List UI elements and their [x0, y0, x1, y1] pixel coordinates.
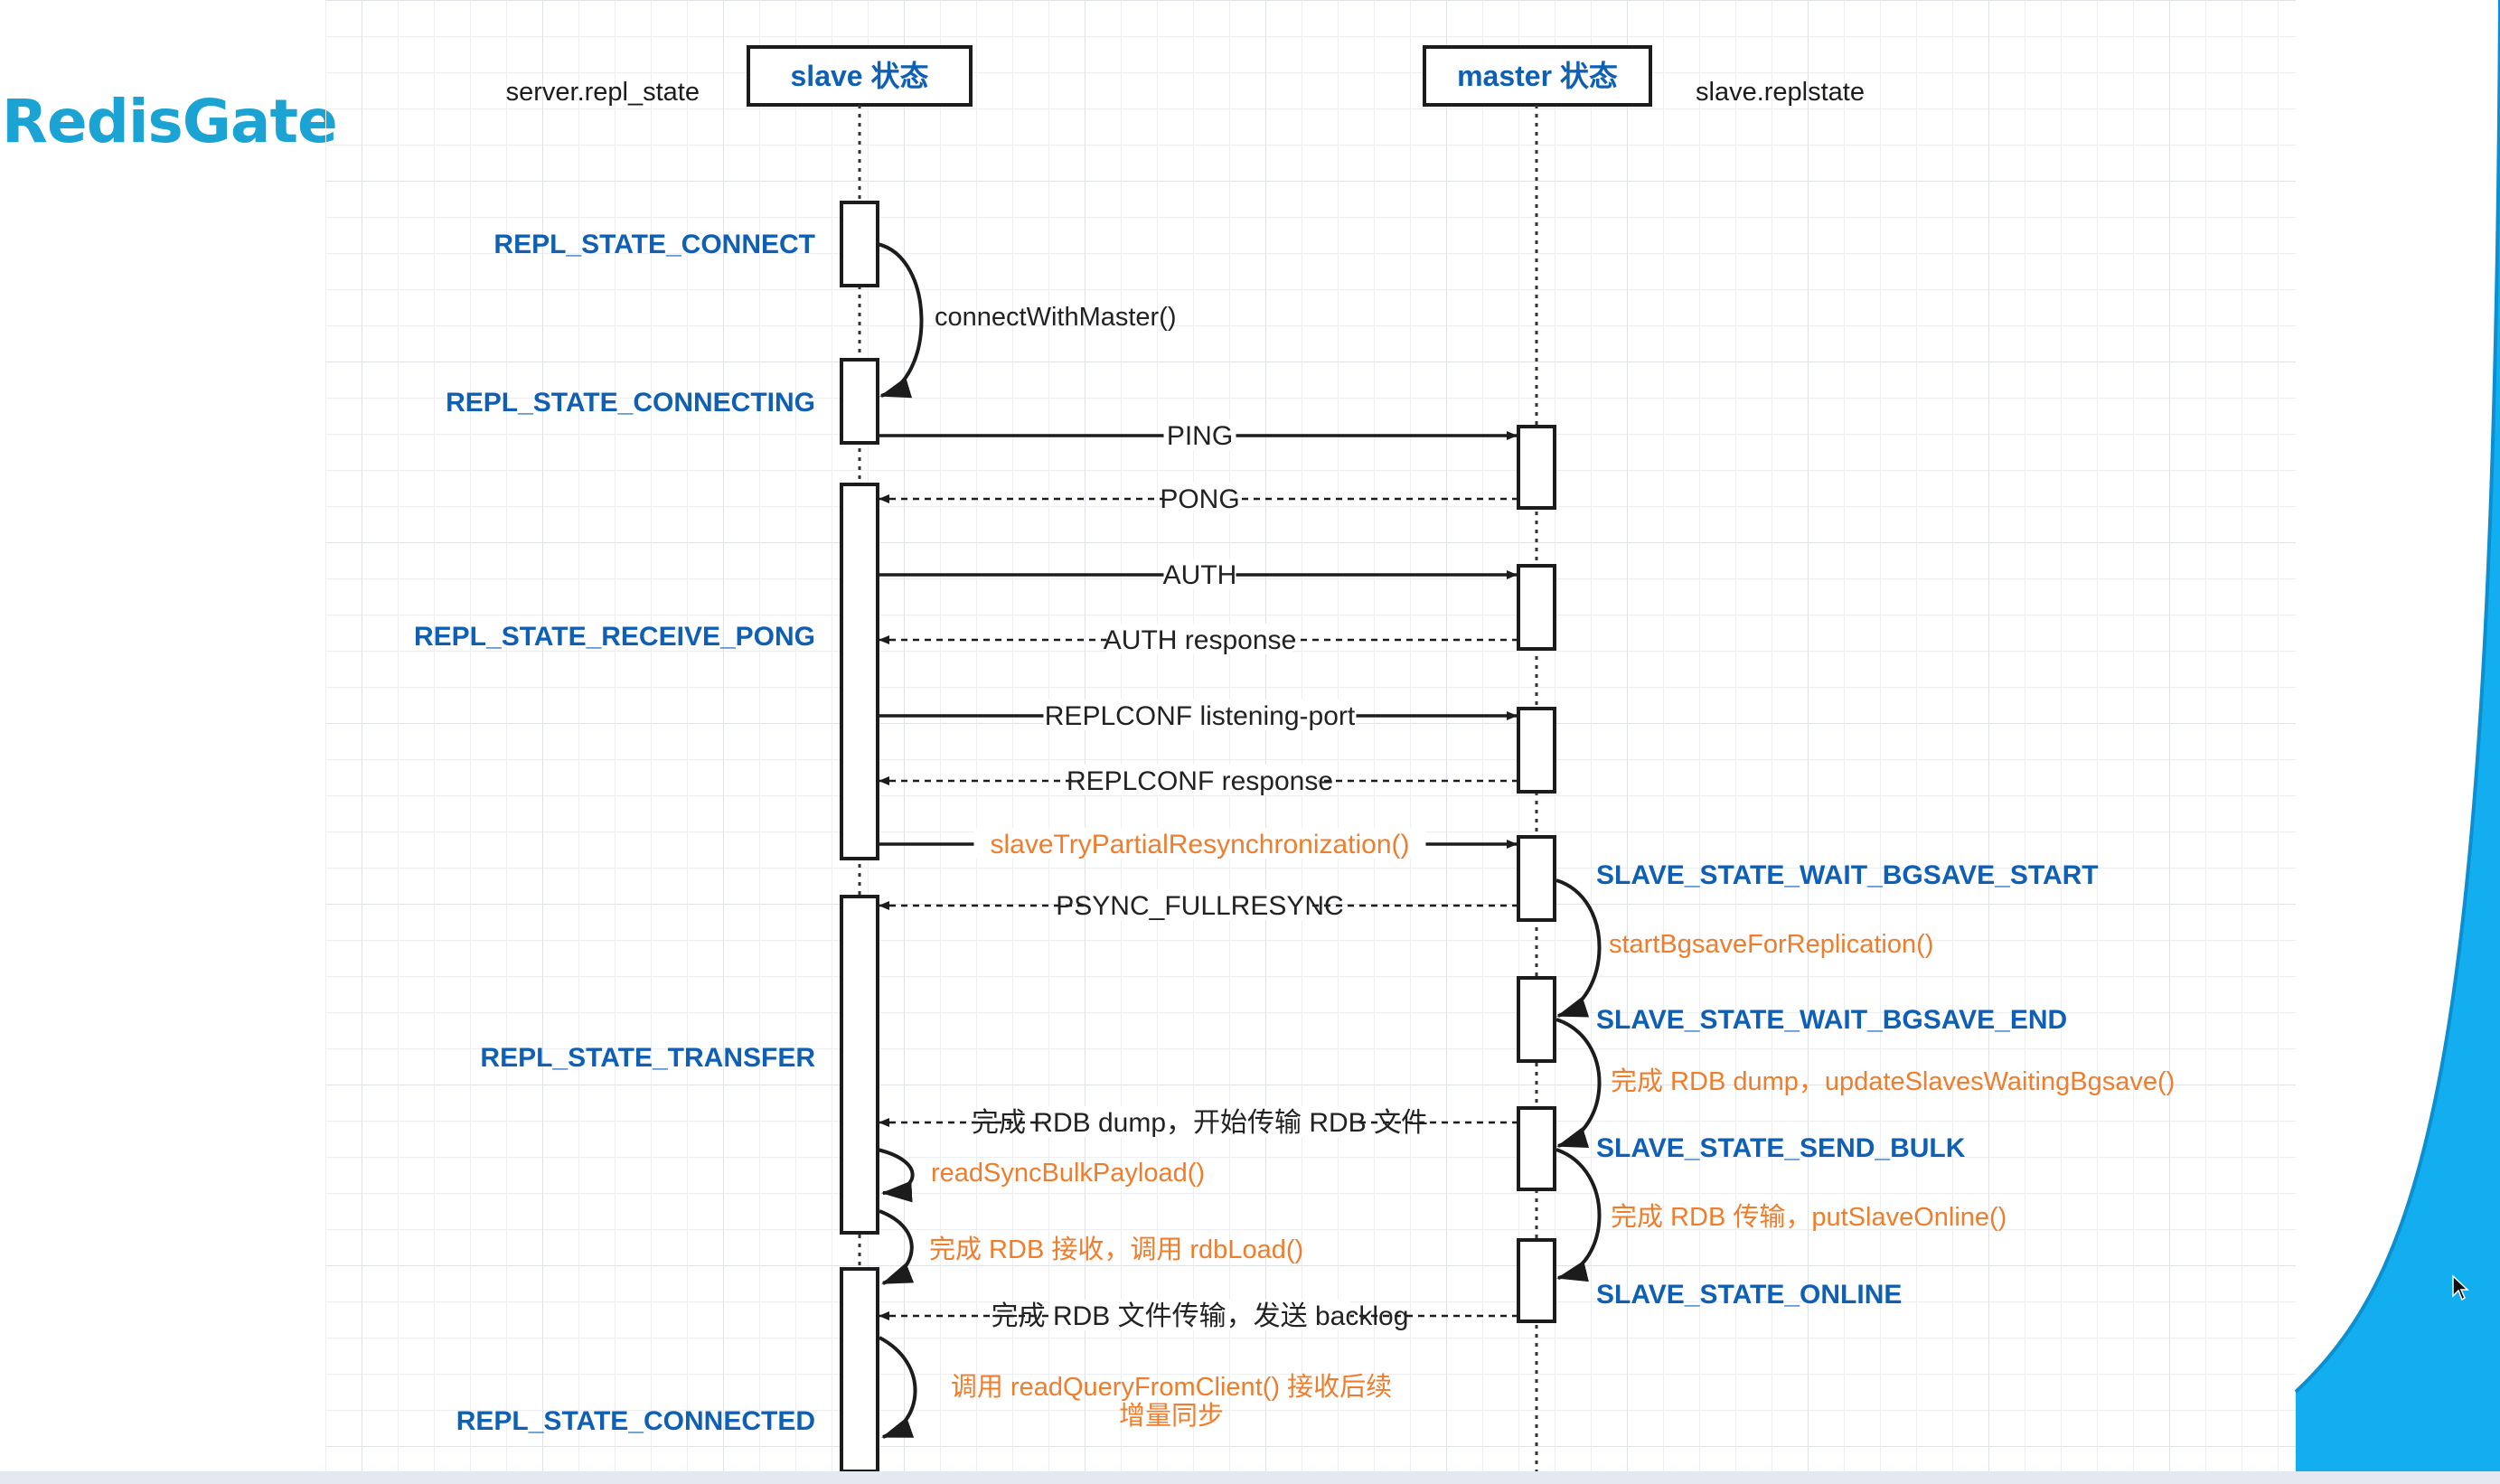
message-label-bg-9 — [1049, 1300, 1350, 1330]
master-activation-psync — [1517, 835, 1556, 922]
self-call-label-rdb-load: 完成 RDB 接收，调用 rdbLoad() — [929, 1235, 1303, 1264]
slave-state-label-4: REPL_STATE_CONNECTED — [456, 1406, 815, 1436]
message-label-4: REPLCONF listening-port — [1045, 701, 1356, 731]
self-call-label-dump: 完成 RDB dump，updateSlavesWaitingBgsave() — [1611, 1066, 2175, 1096]
message-label-9: 完成 RDB 文件传输，发送 backlog — [992, 1301, 1409, 1331]
self-call-arrow-bgsave — [1555, 878, 1602, 1018]
master-activation-send-bulk — [1517, 1106, 1556, 1191]
master-activation-online — [1517, 1238, 1556, 1323]
brand-logo: RedisGate — [2, 87, 338, 156]
master-activation-ping — [1517, 425, 1556, 510]
accent-shape-edge — [2294, 0, 2500, 1394]
message-label-bg-8 — [1043, 1106, 1357, 1137]
master-state-variable: slave.replstate — [1696, 78, 1865, 107]
slave-state-label-3: REPL_STATE_TRANSFER — [480, 1043, 815, 1073]
self-call-arrow-dump — [1555, 1018, 1602, 1148]
master-lifeline-title: master 状态 — [1457, 60, 1618, 92]
message-label-bg-0 — [1163, 419, 1236, 450]
slave-lifeline-title: slave 状态 — [791, 60, 929, 92]
master-state-label-3: SLAVE_STATE_ONLINE — [1596, 1280, 1902, 1310]
slave-activation-connected — [840, 1267, 879, 1473]
message-label-0: PING — [1167, 421, 1233, 451]
slave-activation-connect — [840, 201, 879, 287]
self-call-arrow-rdb-load — [879, 1209, 915, 1285]
message-label-bg-5 — [1081, 765, 1319, 795]
window-bottom-bar — [0, 1471, 2500, 1484]
self-call-label-connect: connectWithMaster() — [935, 303, 1177, 332]
message-label-8: 完成 RDB dump，开始传输 RDB 文件 — [972, 1108, 1428, 1138]
slave-state-variable: server.repl_state — [506, 78, 700, 107]
message-label-bg-2 — [1163, 559, 1236, 589]
self-call-label-transfer-done: 完成 RDB 传输，putSlaveOnline() — [1611, 1202, 2007, 1232]
self-call-arrow-connect — [877, 242, 924, 399]
master-activation-replconf — [1517, 707, 1556, 794]
slave-state-label-1: REPL_STATE_CONNECTING — [446, 388, 815, 418]
self-call-label-read-query-2: 增量同步 — [1119, 1401, 1224, 1431]
message-label-1: PONG — [1160, 484, 1239, 514]
accent-shape — [2296, 0, 2500, 1471]
master-state-label-0: SLAVE_STATE_WAIT_BGSAVE_START — [1596, 860, 2099, 890]
self-call-arrow-read-query — [879, 1336, 917, 1439]
message-label-3: AUTH response — [1104, 625, 1296, 655]
master-activation-auth — [1517, 564, 1556, 651]
slave-activation-handshake — [840, 483, 879, 860]
master-state-label-2: SLAVE_STATE_SEND_BULK — [1596, 1133, 1966, 1163]
message-label-bg-6 — [973, 828, 1426, 859]
slave-state-label-0: REPL_STATE_CONNECT — [493, 230, 815, 259]
message-label-7: PSYNC_FULLRESYNC — [1056, 891, 1343, 921]
message-label-bg-7 — [1087, 889, 1312, 920]
master-activation-bgsave — [1517, 976, 1556, 1063]
slave-lifeline-header — [747, 45, 973, 107]
message-label-2: AUTH — [1163, 560, 1237, 590]
slave-state-label-2: REPL_STATE_RECEIVE_PONG — [414, 622, 815, 652]
self-call-label-read-bulk: readSyncBulkPayload() — [931, 1159, 1205, 1188]
message-label-6: slaveTryPartialResynchronization() — [990, 830, 1409, 859]
slave-activation-connecting — [840, 358, 879, 445]
mouse-cursor-icon — [2452, 1274, 2469, 1301]
self-call-arrow-transfer-done — [1555, 1148, 1602, 1282]
message-label-5: REPLCONF response — [1067, 766, 1333, 796]
grid-background — [325, 0, 2296, 1471]
message-label-bg-3 — [1106, 624, 1293, 654]
slave-activation-transfer — [840, 895, 879, 1235]
message-label-bg-4 — [1043, 700, 1357, 730]
self-call-label-read-query: 调用 readQueryFromClient() 接收后续 — [951, 1372, 1392, 1402]
self-call-label-bgsave: startBgsaveForReplication() — [1609, 930, 1933, 959]
self-call-arrow-read-bulk — [877, 1148, 915, 1203]
message-label-bg-1 — [1163, 483, 1236, 513]
master-state-label-1: SLAVE_STATE_WAIT_BGSAVE_END — [1596, 1005, 2067, 1035]
